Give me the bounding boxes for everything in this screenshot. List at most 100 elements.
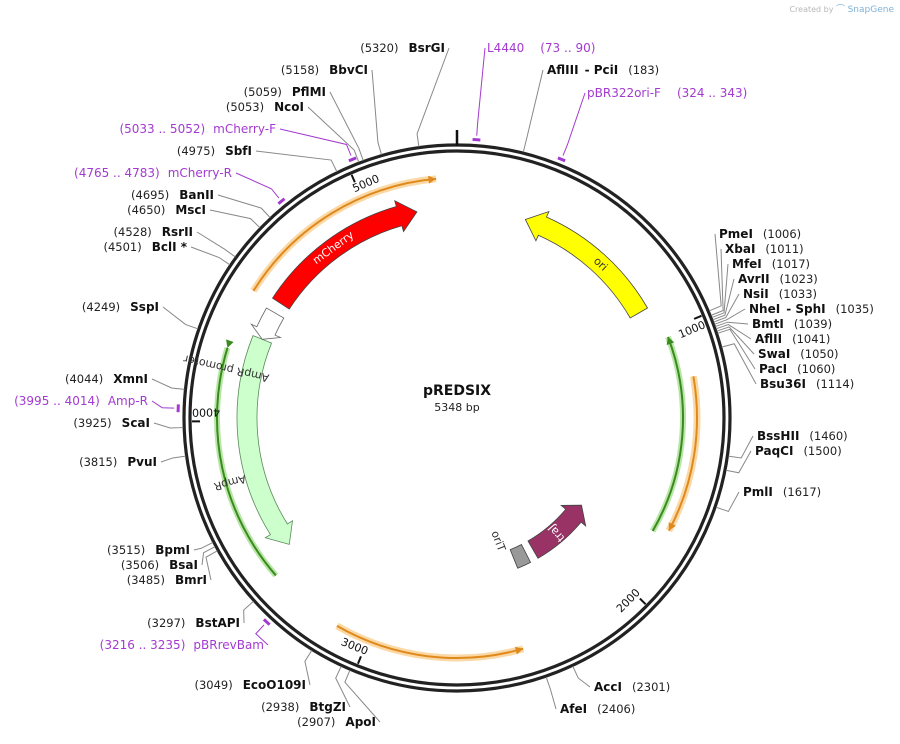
primer-label: (5033 .. 5052)mCherry-F bbox=[119, 122, 276, 136]
site-label: (3925)ScaI bbox=[73, 416, 150, 430]
primer-pbr322ori-f: pBR322ori-F(324 .. 343) bbox=[557, 86, 747, 163]
feature-traj: traJ bbox=[527, 504, 587, 559]
feature-orit: oriT bbox=[488, 529, 532, 569]
site-paqci: PaqCI(1500) bbox=[725, 444, 842, 474]
site-label: (4695)BanII bbox=[131, 188, 214, 202]
site-ecoo109i: (3049)EcoO109I bbox=[194, 650, 313, 692]
site-acci: AccI(2301) bbox=[572, 666, 670, 694]
site-pflmi: (5059)PflMI bbox=[244, 85, 364, 161]
site-nsii: NsiI(1033) bbox=[713, 287, 817, 323]
site-xbai: XbaI(1011) bbox=[710, 242, 804, 316]
site-label: (2907)ApoI bbox=[297, 715, 376, 729]
site-bcli: (4501)BclI * bbox=[103, 240, 231, 266]
primer-sites: L4440(73 .. 90) pBR322ori-F(324 .. 343) (5… bbox=[14, 41, 747, 652]
green-track-3 bbox=[650, 335, 686, 533]
primer-mcherry-f: (5033 .. 5052)mCherry-F bbox=[119, 122, 357, 163]
site-label: (4249)SspI bbox=[82, 300, 159, 314]
site-btgzi: (2938)BtgZI bbox=[261, 666, 351, 714]
site-label: (3815)PvuI bbox=[79, 455, 157, 469]
site-afei: AfeI(2406) bbox=[545, 676, 635, 716]
feature-ori: ori bbox=[524, 210, 649, 319]
annotation-tracks bbox=[214, 175, 701, 662]
site-label: (3485)BmrI bbox=[127, 573, 207, 587]
site-bpmi: (3515)BpmI bbox=[107, 541, 214, 557]
site-bmri: (3485)BmrI bbox=[127, 550, 218, 587]
tick-4000: 4000 bbox=[192, 405, 220, 423]
site-label: AflIII- PciI(183) bbox=[547, 63, 659, 77]
site-label: (4501)BclI * bbox=[103, 240, 187, 254]
snapgene-logo-icon: ⌒ bbox=[836, 5, 846, 15]
tick-label: 1000 bbox=[677, 318, 708, 341]
site-label: PaqCI(1500) bbox=[755, 444, 842, 458]
snapgene-credit: Created by ⌒ SnapGene bbox=[789, 2, 894, 15]
site-label: AccI(2301) bbox=[594, 680, 670, 694]
site-bmti: BmtI(1039) bbox=[715, 317, 832, 331]
primer-label: pBR322ori-F(324 .. 343) bbox=[587, 86, 747, 100]
site-bsu36i: Bsu36I(1114) bbox=[721, 343, 854, 391]
tick-label: 4000 bbox=[192, 405, 220, 418]
site-label: SwaI(1050) bbox=[758, 347, 839, 361]
site-label: (4044)XmnI bbox=[65, 372, 148, 386]
site-bbvci: (5158)BbvCI bbox=[281, 63, 382, 155]
feature-label: AmpR bbox=[212, 472, 247, 493]
site-pmei: PmeI(1006) bbox=[709, 227, 801, 312]
site-rsrii: (4528)RsrII bbox=[114, 225, 236, 258]
site-avrii: AvrII(1023) bbox=[712, 272, 818, 321]
site-label: (3049)EcoO109I bbox=[194, 678, 306, 692]
plasmid-length: 5348 bp bbox=[434, 401, 479, 414]
site-apoi: (2907)ApoI bbox=[297, 670, 381, 729]
credit-brand: SnapGene bbox=[847, 5, 894, 15]
site-label: BssHII(1460) bbox=[757, 429, 848, 443]
primer-label: (3995 .. 4014)Amp-R bbox=[14, 394, 148, 408]
site-banii: (4695)BanII bbox=[131, 188, 271, 218]
site-msci: (4650)MscI bbox=[127, 203, 261, 229]
site-label: PmlI(1617) bbox=[743, 485, 821, 499]
site-sspi: (4249)SspI bbox=[82, 300, 199, 330]
site-pmli: PmlI(1617) bbox=[715, 485, 821, 513]
site-label: XbaI(1011) bbox=[725, 242, 804, 256]
site-label: (3297)BstAPI bbox=[147, 616, 240, 630]
site-bsshii: BssHII(1460) bbox=[728, 429, 848, 459]
primer-label: (3216 .. 3235)pBRrevBam bbox=[100, 638, 264, 652]
orange-track-0 bbox=[250, 175, 437, 293]
site-paci: PacI(1060) bbox=[717, 328, 835, 376]
site-label: (3515)BpmI bbox=[107, 543, 190, 557]
plasmid-name: pREDSIX bbox=[423, 383, 491, 399]
site-label: NheI- SphI(1035) bbox=[749, 302, 874, 316]
site-label: (5158)BbvCI bbox=[281, 63, 368, 77]
site-aflii: AflII(1041) bbox=[715, 324, 830, 346]
site-label: (3506)BsaI bbox=[121, 558, 198, 572]
site-bsrgi: (5320)BsrGI bbox=[360, 41, 450, 147]
site-label: (5320)BsrGI bbox=[360, 41, 445, 55]
orange-track-2 bbox=[335, 622, 525, 662]
site-label: (5053)NcoI bbox=[226, 100, 304, 114]
site-label: AflII(1041) bbox=[755, 332, 830, 346]
site-label: NsiI(1033) bbox=[743, 287, 817, 301]
site-label: AfeI(2406) bbox=[560, 702, 635, 716]
plasmid-backbone bbox=[182, 130, 732, 693]
tick-label: 2000 bbox=[614, 586, 643, 615]
primer-mcherry-r: (4765 .. 4783)mCherry-R bbox=[74, 166, 286, 205]
site-label: (5059)PflMI bbox=[244, 85, 326, 99]
site-scai: (3925)ScaI bbox=[73, 416, 184, 430]
tick-1000: 1000 bbox=[677, 314, 708, 341]
site-label: BmtI(1039) bbox=[752, 317, 832, 331]
site-sbfi: (4975)SbfI bbox=[177, 144, 338, 172]
site-label: (2938)BtgZI bbox=[261, 700, 346, 714]
site-afliii: AflIII- PciI(183) bbox=[522, 63, 659, 153]
feature-mcherry: mCherry bbox=[271, 199, 418, 310]
site-label: AvrII(1023) bbox=[738, 272, 818, 286]
feature-label: oriT bbox=[488, 529, 508, 554]
primer-label: (4765 .. 4783)mCherry-R bbox=[74, 166, 232, 180]
site-xmni: (4044)XmnI bbox=[65, 372, 185, 390]
site-swai: SwaI(1050) bbox=[716, 326, 839, 361]
site-label: MfeI(1017) bbox=[732, 257, 810, 271]
site-bstapi: (3297)BstAPI bbox=[147, 600, 254, 630]
green-track-4 bbox=[214, 339, 279, 578]
primer-label: L4440(73 .. 90) bbox=[487, 41, 595, 55]
site-label: (4650)MscI bbox=[127, 203, 206, 217]
site-mfei: MfeI(1017) bbox=[711, 257, 810, 319]
